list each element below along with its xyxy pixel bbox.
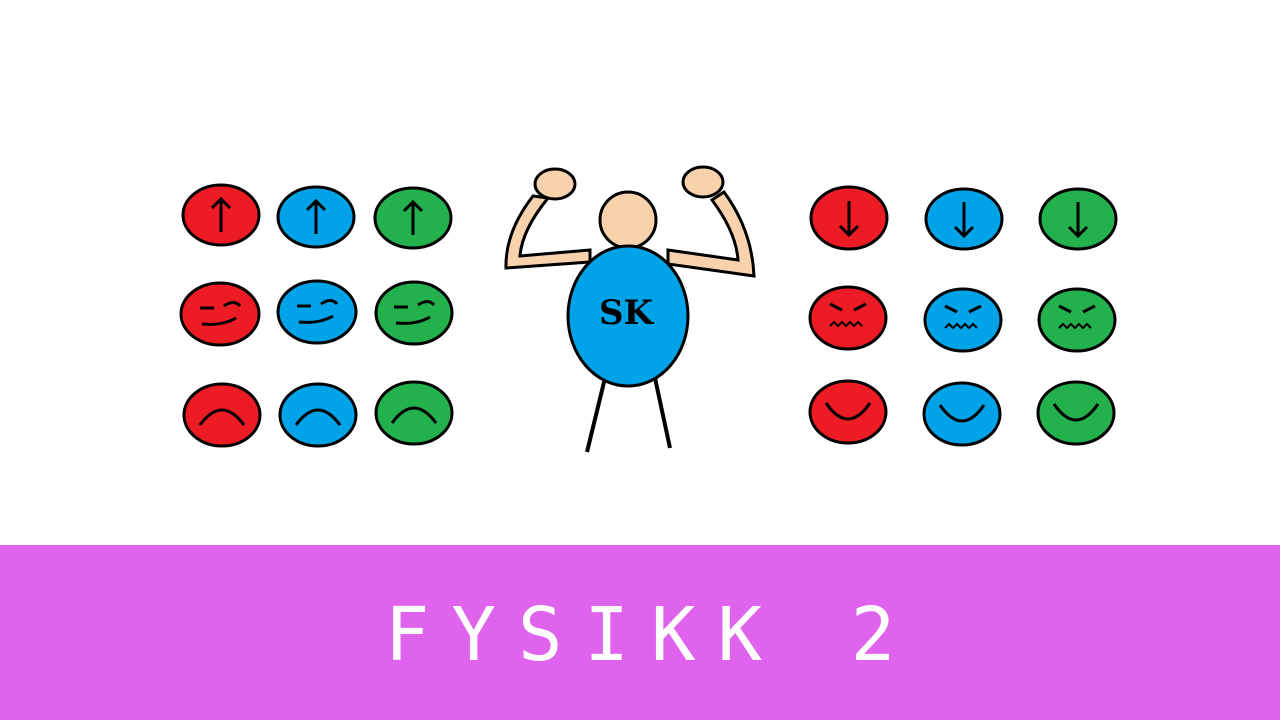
blue-down-arrow-icon	[924, 187, 1004, 251]
green-grimace-face-icon	[1037, 287, 1117, 353]
right-fist	[681, 165, 725, 199]
blue-smirk-face-icon	[276, 279, 358, 345]
red-up-arrow-icon	[181, 183, 261, 247]
blue-up-arrow-icon	[276, 185, 356, 249]
blue-grimace-face-icon	[923, 287, 1003, 353]
red-smile-face-icon	[808, 379, 888, 445]
left-arm	[504, 194, 592, 270]
left-fist	[533, 167, 577, 201]
green-frown-face-icon	[374, 380, 454, 446]
red-smirk-face-icon	[179, 281, 261, 347]
red-down-arrow-icon	[809, 185, 889, 251]
banner-title: FYSIKK 2	[384, 592, 918, 678]
green-smile-face-icon	[1036, 380, 1116, 446]
body	[566, 244, 690, 388]
left-leg	[585, 377, 607, 453]
green-smirk-face-icon	[374, 280, 454, 346]
strongman-figure: SK	[504, 165, 756, 453]
green-up-arrow-icon	[373, 186, 453, 250]
head	[598, 190, 658, 250]
title-banner	[0, 545, 1280, 720]
shirt-label: SK	[599, 293, 655, 333]
blue-frown-face-icon	[278, 382, 358, 448]
right-leg	[653, 377, 672, 449]
right-arm	[666, 189, 756, 278]
red-grimace-face-icon	[808, 285, 888, 351]
green-down-arrow-icon	[1038, 187, 1118, 251]
illustration: SK	[179, 165, 1118, 453]
blue-smile-face-icon	[922, 381, 1002, 447]
red-frown-face-icon	[182, 382, 262, 448]
